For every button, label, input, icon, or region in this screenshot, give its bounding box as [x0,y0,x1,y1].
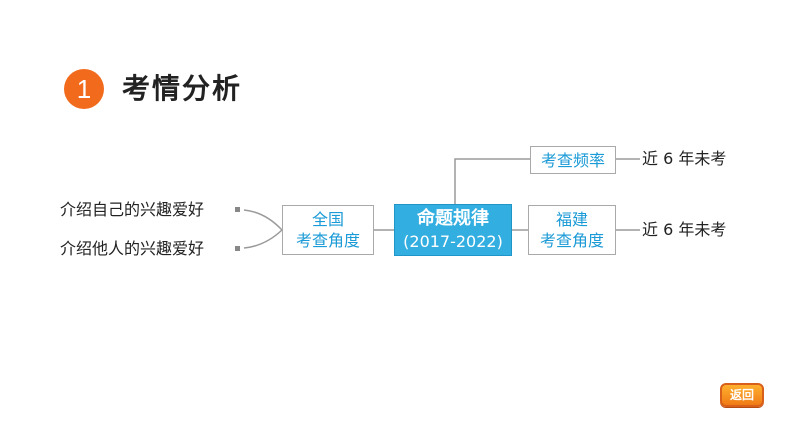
node-national-line2: 考查角度 [295,231,360,250]
back-button[interactable]: 返回 [720,383,764,407]
node-center-years: (2017-2022) [403,232,503,251]
section-title: 考情分析 [122,72,243,105]
node-frequency-label: 考查频率 [540,150,605,170]
frequency-result: 近 6 年未考 [642,149,727,168]
connector-center-frequency [454,158,530,204]
leaf-marker [235,246,240,251]
fujian-result: 近 6 年未考 [642,220,727,239]
node-fujian-line2: 考查角度 [539,231,604,250]
leaf-marker [235,207,240,212]
node-center-title: 命题规律 [417,208,489,229]
node-center-pattern: 命题规律 (2017-2022) [394,204,512,256]
leaf-introduce-others: 介绍他人的兴趣爱好 [60,239,205,258]
node-national-angle: 全国 考查角度 [282,205,374,255]
section-number-badge: 1 [64,69,104,109]
node-national-line1: 全国 [311,210,344,229]
connector-leaf-1 [243,209,283,231]
connector-leaf-2 [243,229,283,249]
node-frequency: 考查频率 [530,146,616,174]
node-fujian-line1: 福建 [555,210,588,229]
node-fujian-angle: 福建 考查角度 [528,205,616,255]
leaf-introduce-self: 介绍自己的兴趣爱好 [60,200,205,219]
